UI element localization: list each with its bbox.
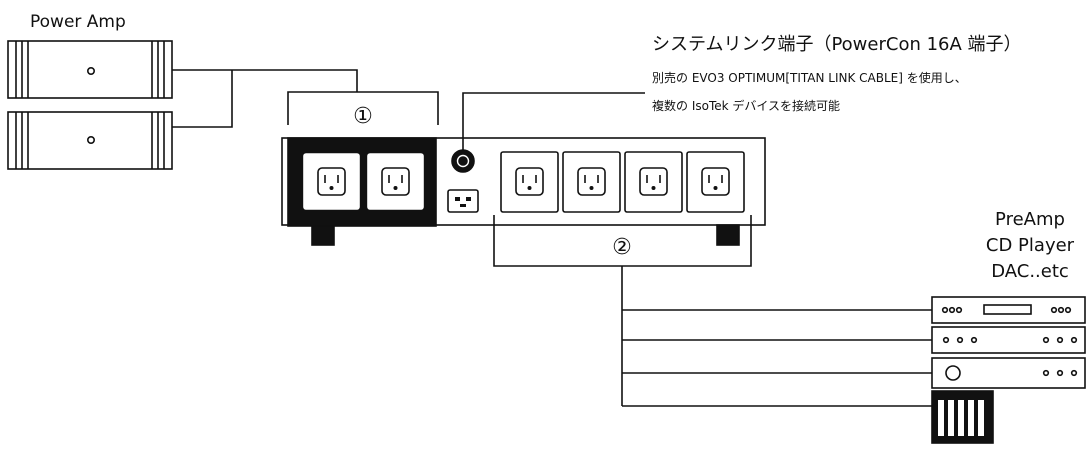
source-device-label-preamp: PreAmp [995,209,1065,230]
system-link-title: システムリンク端子（PowerCon 16A 端子） [652,34,1022,55]
power-amp-cable [172,69,358,128]
link-callout-line [462,92,645,150]
power-amp-unit-2 [7,111,173,170]
source-device-dac [931,357,1086,389]
source-device-etc [931,390,994,444]
system-link-desc-1: 別売の EVO3 OPTIMUM[TITAN LINK CABLE] を使用し、 [652,70,967,85]
source-device-preamp [931,296,1086,324]
source-device-cd-player [931,326,1086,354]
bank-1-outlet-1 [303,153,360,210]
powercon-link-connector [451,149,475,173]
unit-foot-left [311,224,335,246]
iec-inlet [447,189,479,213]
bank-2-label: ② [612,235,632,260]
bank-2-outlet-4 [686,151,745,213]
system-link-desc-2: 複数の IsoTek デバイスを接続可能 [652,98,840,113]
bank-1-bracket [287,91,439,125]
bank-2-outlet-2 [562,151,621,213]
source-device-label-cd-player: CD Player [986,235,1075,256]
unit-foot-right [716,224,740,246]
bank-2-outlet-1 [500,151,559,213]
source-device-cable [621,266,932,407]
power-amp-unit-1 [7,40,173,99]
power-amp-label: Power Amp [30,12,126,32]
bank-2-outlet-3 [624,151,683,213]
source-device-label-dac: DAC..etc [991,261,1069,282]
power-conditioner-unit [281,91,766,267]
bank-1-outlet-2 [367,153,424,210]
bank-1-label: ① [353,104,373,129]
